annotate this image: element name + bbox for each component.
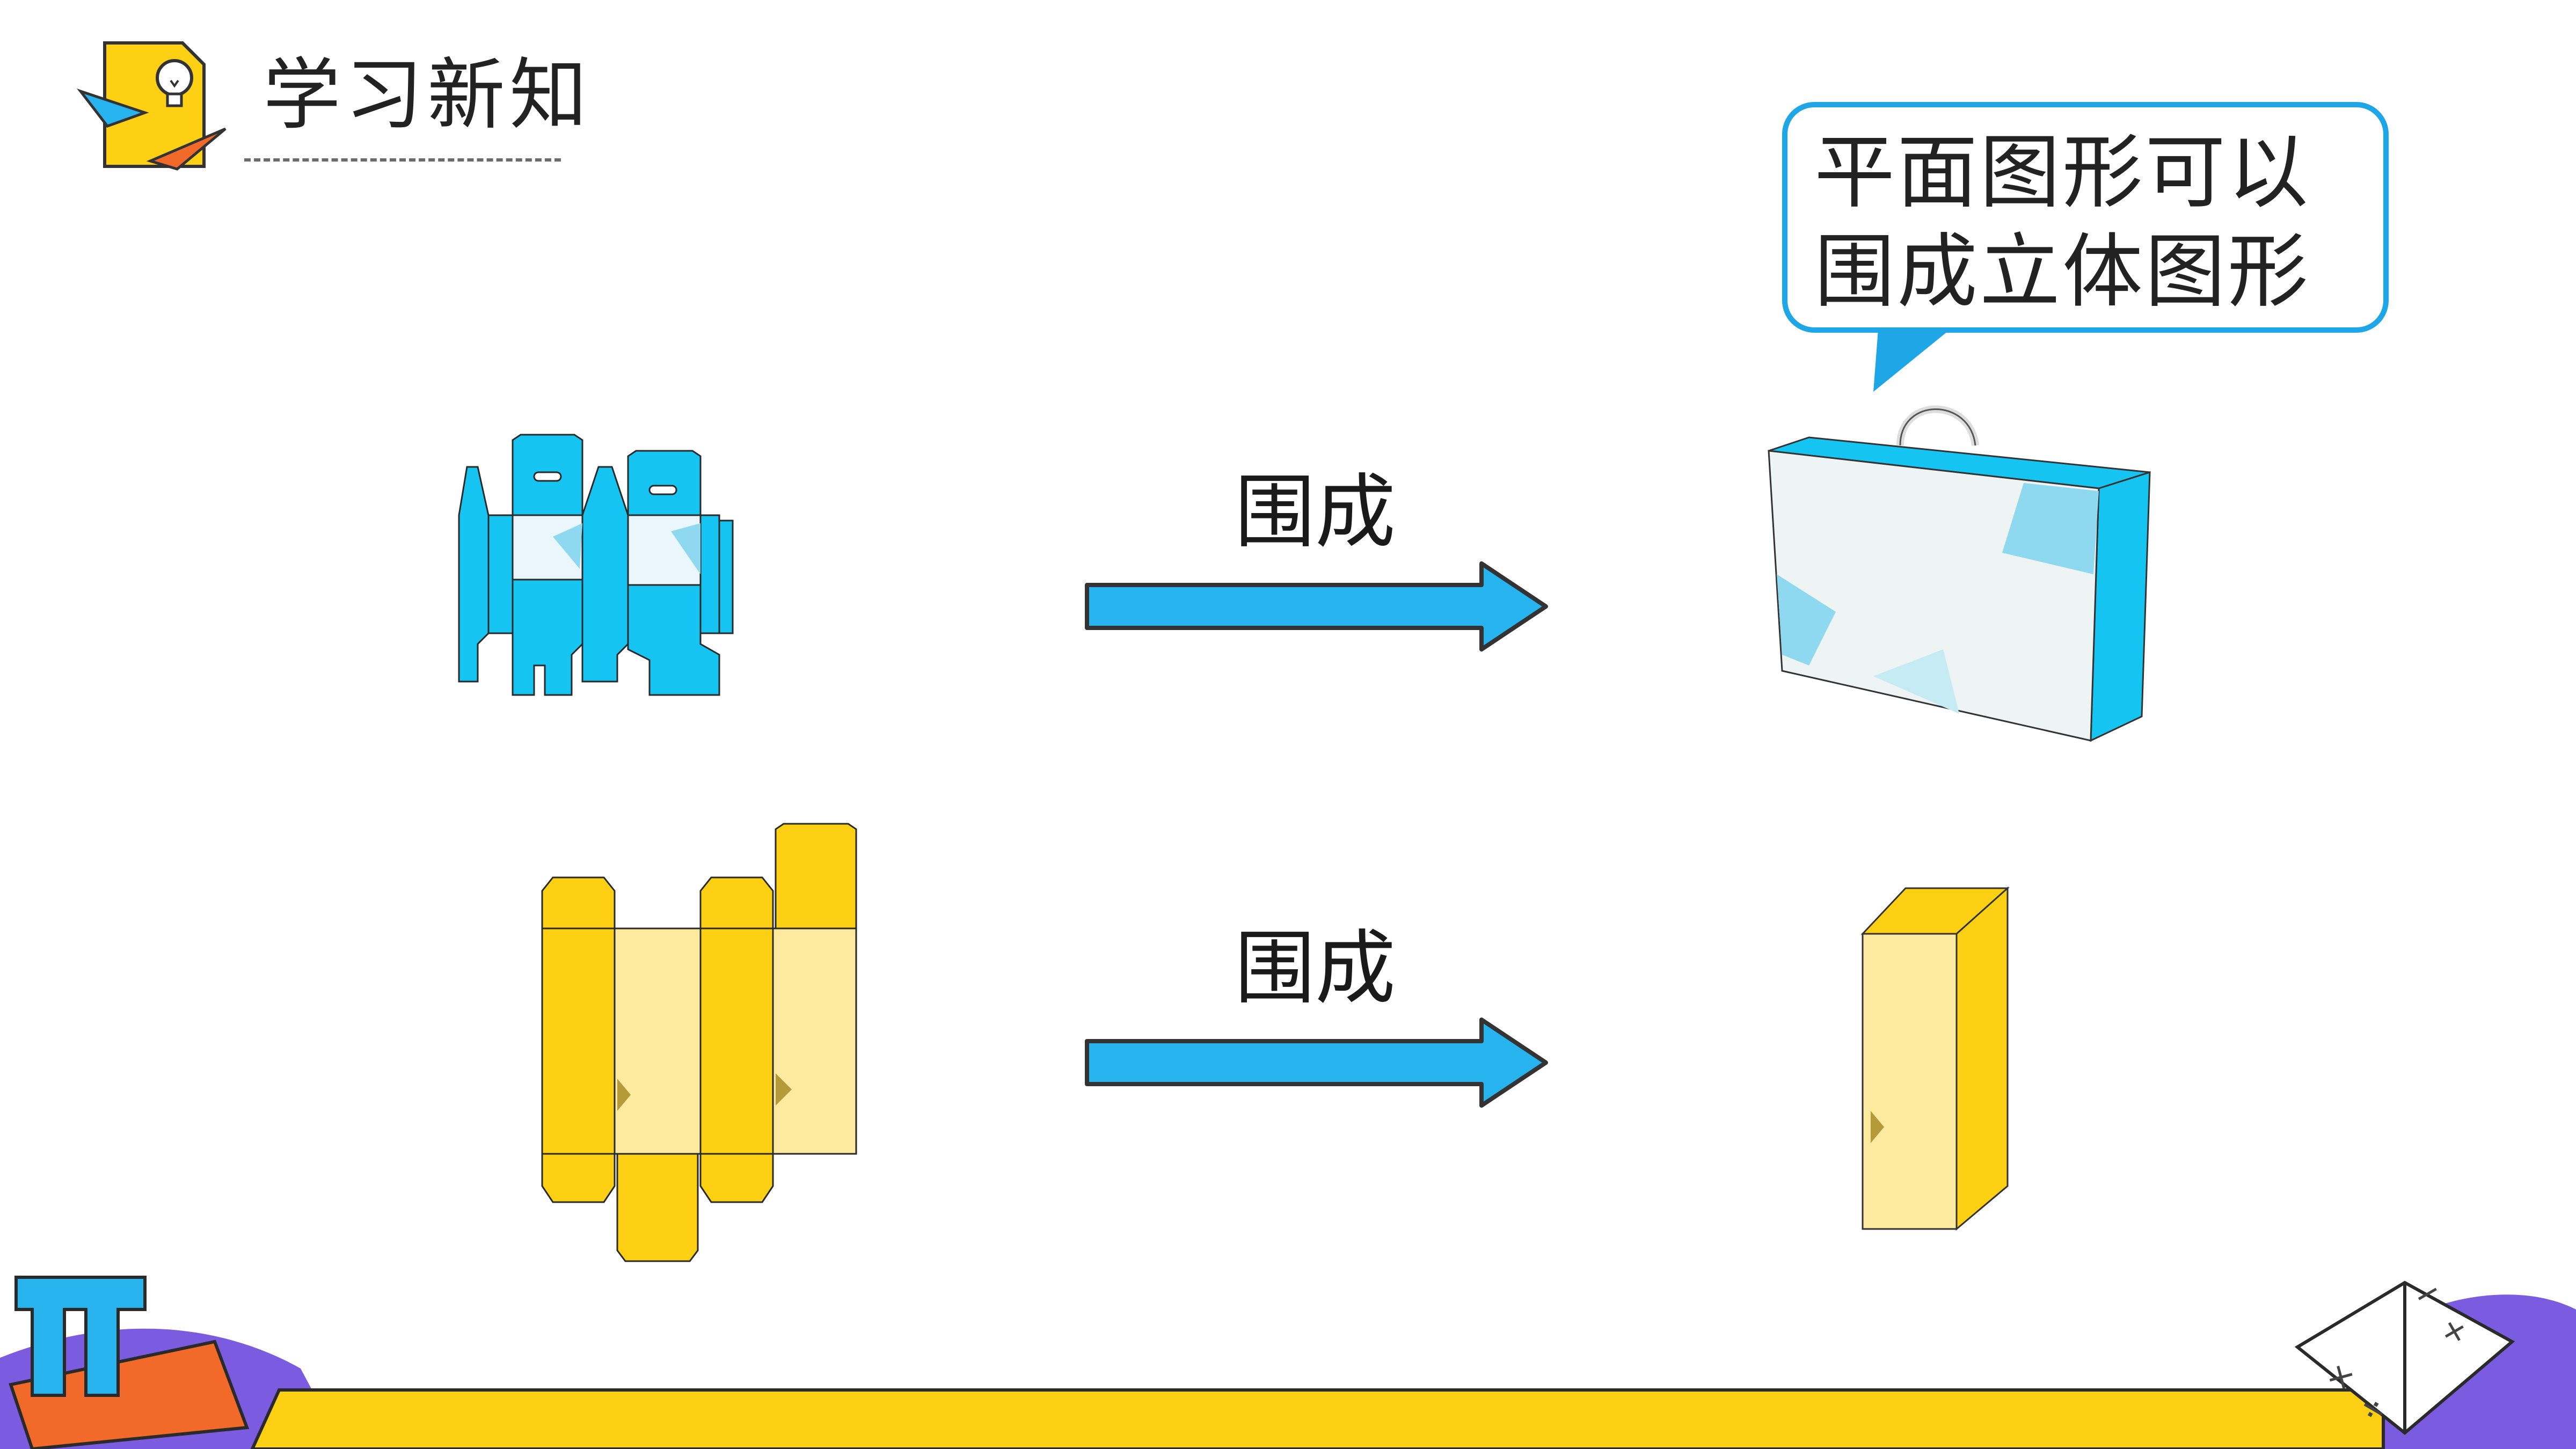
lesson-header-icon: [77, 41, 227, 171]
yellow-cuboid: [1860, 886, 2010, 1231]
bubble-tail: [1873, 322, 1959, 392]
speech-bubble: [1782, 102, 2389, 333]
right-arrow-2: [1085, 1018, 1548, 1108]
speech-bubble-text: 平面图形可以 围成立体图形: [1814, 123, 2310, 322]
paper-plane-icon: [77, 89, 227, 171]
right-arrow-1: [1085, 561, 1548, 652]
bubble-line-2: 围成立体图形: [1814, 225, 2311, 319]
arrow-label-2: 围成: [1235, 922, 1396, 1015]
title-underline: [244, 158, 561, 162]
bubble-line-1: 平面图形可以: [1814, 126, 2311, 219]
blue-box-net: [458, 434, 734, 696]
pi-symbol-icon: [9, 1276, 250, 1449]
lightbulb-icon: [156, 59, 193, 107]
blue-carry-box: [1768, 405, 2151, 742]
page-title: 学习新知: [263, 50, 592, 141]
arrow-label-1: 围成: [1235, 466, 1396, 559]
yellow-box-net: [541, 823, 857, 1262]
bottom-decoration: × ÷ − +: [0, 1270, 2576, 1449]
